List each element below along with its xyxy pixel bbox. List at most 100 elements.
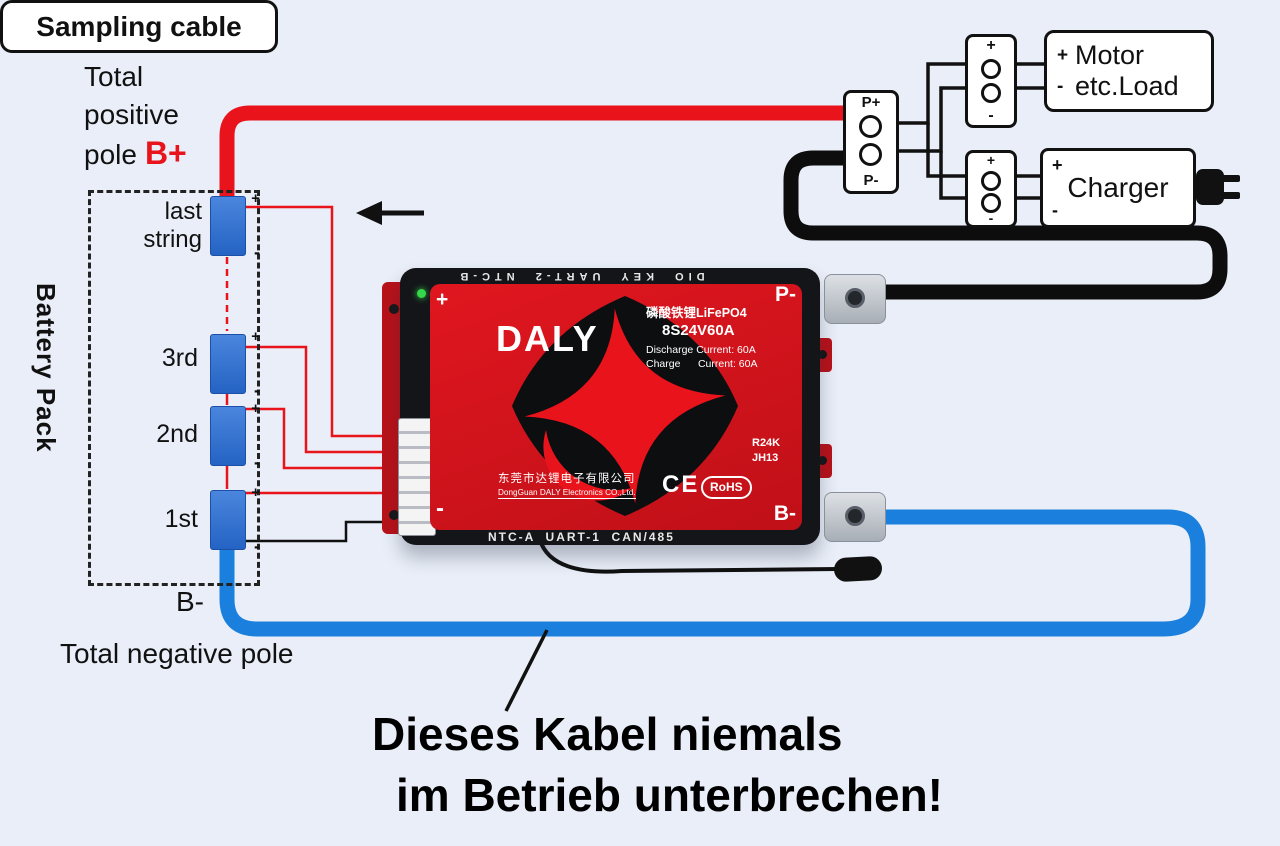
cell-plus-mark: + [251, 484, 260, 501]
mount-hole-icon [818, 456, 827, 465]
p-minus-cable [783, 150, 1228, 300]
status-led-icon [417, 289, 426, 298]
bms-charge-label: Charge Current: 60A [646, 358, 758, 370]
bms-brand-label: DALY [496, 318, 599, 359]
b-plus-cable [219, 105, 848, 216]
b-minus-terminal-tab [824, 492, 886, 542]
cell-minus-mark: - [254, 242, 260, 262]
ntc-probe-icon [834, 556, 882, 582]
terminal-hole-icon [845, 288, 865, 308]
rohs-mark-icon: RoHS [701, 476, 752, 499]
battery-cell-3rd: + - [210, 328, 260, 400]
warning-line1: Dieses Kabel niemals [372, 708, 843, 760]
p-minus-terminal-icon [859, 143, 882, 166]
bms-company-en: DongGuan DALY Electronics CO.,Ltd. [498, 488, 636, 499]
battery-pack-label: Battery Pack [31, 283, 61, 453]
motor-plus-mark: + [986, 37, 996, 54]
warning-line2: im Betrieb unterbrechen! [396, 768, 943, 821]
mount-hole-icon [818, 350, 827, 359]
cell-label-2nd: 2nd [156, 420, 198, 448]
balance-connector [398, 418, 436, 536]
cell-plus-mark: + [251, 400, 260, 417]
charger-terminal-icon [981, 193, 1001, 213]
bms-device: DIO KEY UART-2 NTC-B NTC-A UART-1 CAN/48… [382, 268, 886, 545]
ce-mark-icon: CE [662, 471, 700, 498]
sampling-cable-callout: Sampling cable [0, 0, 278, 53]
cell-minus-mark: - [254, 380, 260, 400]
p-plus-label: P+ [861, 94, 881, 111]
motor-load-box: + Motor - etc.Load [1044, 30, 1214, 112]
warning-text: Dieses Kabel niemals im Betrieb unterbre… [372, 704, 943, 825]
bms-minus-mark: - [436, 495, 444, 522]
cell-plus-mark: + [251, 328, 260, 345]
b-minus-sense-wire [240, 520, 406, 543]
sampling-cable-label: Sampling cable [36, 10, 242, 42]
motor-terminal-icon [981, 59, 1001, 79]
bms-model-label: 8S24V60A [662, 322, 735, 339]
charger-plus-mark: + [986, 152, 996, 168]
motor-minus-mark: - [988, 107, 994, 124]
daly-logo-emblem [512, 296, 738, 516]
load-wire-pos-motor [889, 62, 966, 125]
bms-plus-mark: + [436, 288, 449, 311]
motor-connector: + - [965, 34, 1017, 128]
load-wire-neg-charger [939, 151, 966, 200]
cell-label-last: last string [143, 198, 202, 253]
motor-box-plus-mark: + [1057, 44, 1069, 66]
b-minus-cable [219, 509, 1206, 637]
emblem-star-icon [524, 308, 726, 504]
motor-box-line2: etc.Load [1075, 71, 1179, 101]
sampling-wire-3 [240, 407, 406, 470]
emblem-crescent-icon [543, 430, 632, 501]
ntc-wire [538, 539, 839, 574]
sampling-wire-2 [240, 345, 406, 454]
charger-box-plus-mark: + [1052, 155, 1063, 175]
total-positive-line2: positive [84, 99, 179, 130]
bms-company-block: 东莞市达锂电子有限公司 DongGuan DALY Electronics CO… [498, 470, 636, 499]
p-minus-terminal-tab [824, 274, 886, 324]
charger-box: + - Charger [1040, 148, 1196, 228]
cell-label-1st: 1st [164, 505, 198, 533]
charger-connector: + - [965, 150, 1017, 228]
bms-bottom-port-labels: NTC-A UART-1 CAN/485 [488, 530, 675, 544]
bms-top-port-labels: DIO KEY UART-2 NTC-B [455, 270, 705, 283]
cell-label-3rd: 3rd [161, 344, 198, 372]
total-negative-pole-label: Total negative pole [60, 638, 294, 669]
battery-cell-last: + - [210, 190, 260, 262]
motor-box-line1: Motor [1075, 40, 1145, 70]
bms-spec-block: 磷酸铁锂LiFePO4 8S24V60A Discharge Current: … [646, 302, 814, 370]
mount-hole-icon [389, 510, 399, 520]
charger-box-minus-mark: - [1052, 200, 1058, 220]
p-plus-terminal-icon [859, 115, 882, 138]
bms-b-minus-label: B- [773, 502, 796, 525]
motor-terminal-icon [981, 83, 1001, 103]
bms-code-block: R24K JH13 [752, 436, 780, 466]
cell-minus-mark: - [254, 536, 260, 556]
b-plus-terminal-label: B+ [144, 135, 187, 171]
charger-minus-mark: - [988, 210, 994, 226]
battery-pack-outline [88, 190, 260, 586]
bms-code-line2: JH13 [752, 451, 779, 464]
bms-company-cn: 东莞市达锂电子有限公司 [498, 473, 636, 485]
load-wire-pos-charger [926, 123, 966, 178]
cell-plus-mark: + [251, 190, 260, 207]
total-positive-line1: Total [84, 61, 144, 92]
bms-discharge-label: Discharge Current: 60A [646, 344, 756, 356]
terminal-hole-icon [845, 506, 865, 526]
load-wire-neg-motor [889, 86, 966, 153]
bms-chemistry-label: 磷酸铁锂LiFePO4 [646, 306, 747, 320]
motor-box-minus-mark: - [1057, 75, 1064, 97]
sampling-arrow-head [356, 201, 382, 225]
bms-p-minus-label: P- [775, 283, 796, 306]
battery-cell-2nd: + - [210, 400, 260, 472]
warning-pointer-line [504, 629, 549, 712]
b-minus-terminal-label: B- [176, 586, 204, 617]
output-terminal-block: P+ P- [843, 90, 899, 194]
mount-hole-icon [389, 304, 399, 314]
battery-cell-1st: + - [210, 484, 260, 556]
charger-box-label: Charger [1067, 172, 1169, 203]
